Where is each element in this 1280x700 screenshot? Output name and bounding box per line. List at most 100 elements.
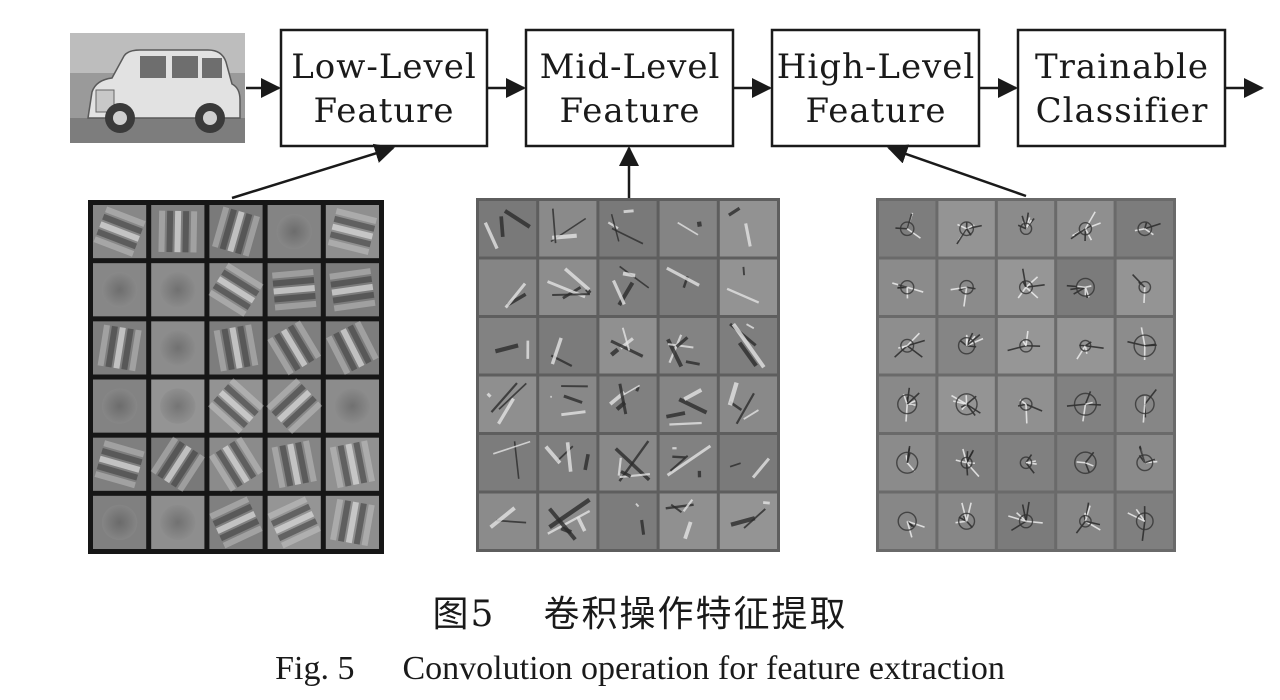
high-level-filter-grid xyxy=(876,198,1176,552)
filter-tile xyxy=(938,259,995,315)
filter-tile xyxy=(539,376,597,432)
grid-background xyxy=(88,200,384,554)
filter-tile xyxy=(93,321,147,375)
filter-tile xyxy=(151,379,205,433)
filter-tile xyxy=(93,495,147,549)
stage-label-line-2: Feature xyxy=(313,91,454,131)
arrow-low-grid-to-low-stage xyxy=(231,143,395,200)
filter-tile xyxy=(599,376,657,432)
filter-tile xyxy=(938,435,995,491)
filter-tile xyxy=(997,493,1055,549)
filter-tile xyxy=(325,205,379,259)
mid-level-filter-grid xyxy=(476,198,780,552)
filter-tile xyxy=(1116,201,1173,257)
filter-tile xyxy=(719,435,777,491)
stage-high-level-feature: High-Level Feature xyxy=(770,28,981,148)
filter-tile xyxy=(1057,259,1114,315)
filter-tile xyxy=(879,493,936,549)
filter-tile xyxy=(479,435,537,491)
stage-label-line-1: High-Level xyxy=(777,47,976,87)
filter-tile xyxy=(325,437,379,491)
filter-tile xyxy=(539,259,597,315)
filter-tile xyxy=(539,318,597,374)
filter-tile xyxy=(151,263,205,317)
filter-tile xyxy=(879,318,936,374)
filter-tile xyxy=(599,493,657,549)
filter-tile xyxy=(267,205,321,259)
filter-tile xyxy=(93,379,147,433)
filter-tile xyxy=(93,205,147,259)
filter-tile xyxy=(879,376,936,432)
filter-tile xyxy=(1116,493,1173,549)
filter-tile xyxy=(479,376,537,432)
filter-tile xyxy=(93,437,147,491)
filter-tile xyxy=(267,437,321,491)
figure-title-cn: 卷积操作特征提取 xyxy=(543,594,848,635)
filter-tile xyxy=(93,263,147,317)
stage-mid-level-feature: Mid-Level Feature xyxy=(524,28,735,148)
filter-tile xyxy=(267,263,321,317)
stage-low-level-feature: Low-Level Feature xyxy=(279,28,489,148)
filter-tile xyxy=(1057,201,1114,257)
stage-label-line-1: Trainable xyxy=(1035,47,1209,87)
stage-label-line-1: Low-Level xyxy=(291,47,477,87)
low-level-filter-grid xyxy=(88,200,384,554)
filter-tile xyxy=(599,435,657,491)
filter-tile xyxy=(208,262,264,317)
car-photo-icon xyxy=(70,33,245,143)
filter-tile xyxy=(599,201,657,257)
filter-tile xyxy=(539,435,597,491)
filter-tile xyxy=(267,320,322,376)
arrow-high-grid-to-high-stage xyxy=(887,144,1027,198)
filter-tile xyxy=(151,321,205,375)
filter-tile xyxy=(997,201,1055,257)
filter-tile xyxy=(479,318,537,374)
filter-tile xyxy=(479,493,537,549)
filter-tile xyxy=(997,318,1055,374)
filter-tile xyxy=(209,321,263,375)
figure-title-en: Convolution operation for feature extrac… xyxy=(402,650,1005,687)
filter-tile xyxy=(659,376,717,432)
filter-tile xyxy=(267,495,321,549)
filter-tile xyxy=(659,201,717,257)
filter-tile xyxy=(719,376,777,432)
filter-tile xyxy=(207,378,265,434)
filter-tile xyxy=(599,318,657,374)
filter-tile xyxy=(719,318,777,374)
filter-tile xyxy=(938,318,995,374)
filter-tile xyxy=(266,378,323,435)
filter-tile xyxy=(151,205,205,259)
filter-tile xyxy=(325,263,379,317)
figure-number-cn: 图5 xyxy=(432,594,496,635)
stage-label-line-2: Feature xyxy=(559,91,700,131)
filter-tile xyxy=(879,259,936,315)
filter-tile xyxy=(209,495,263,549)
filter-tile xyxy=(150,436,205,492)
stage-label-line-2: Feature xyxy=(805,91,946,131)
filter-tile xyxy=(719,201,777,257)
filter-tile xyxy=(1116,318,1173,374)
filter-tile xyxy=(879,201,936,257)
filter-tile xyxy=(1057,376,1114,432)
grid-background xyxy=(876,198,1176,552)
filter-tile xyxy=(479,201,537,257)
stage-trainable-classifier: Trainable Classifier xyxy=(1016,28,1227,148)
stage-label-line-1: Mid-Level xyxy=(540,47,721,87)
filter-tile xyxy=(599,259,657,315)
filter-tile xyxy=(659,435,717,491)
filter-tile xyxy=(325,495,379,549)
figure-number-en: Fig. 5 xyxy=(275,650,355,687)
filter-tile xyxy=(997,259,1055,315)
filter-tile xyxy=(938,201,995,257)
filter-tile xyxy=(208,436,264,492)
filter-tile xyxy=(997,376,1055,432)
filter-tile xyxy=(719,493,777,549)
filter-tile xyxy=(1057,435,1114,491)
filter-tile xyxy=(1116,435,1173,491)
filter-tile xyxy=(1116,259,1173,315)
filter-tile xyxy=(209,205,263,259)
filter-tile xyxy=(938,493,995,549)
figure-caption-english: Fig. 5 Convolution operation for feature … xyxy=(0,650,1280,688)
filter-tile xyxy=(938,376,995,432)
